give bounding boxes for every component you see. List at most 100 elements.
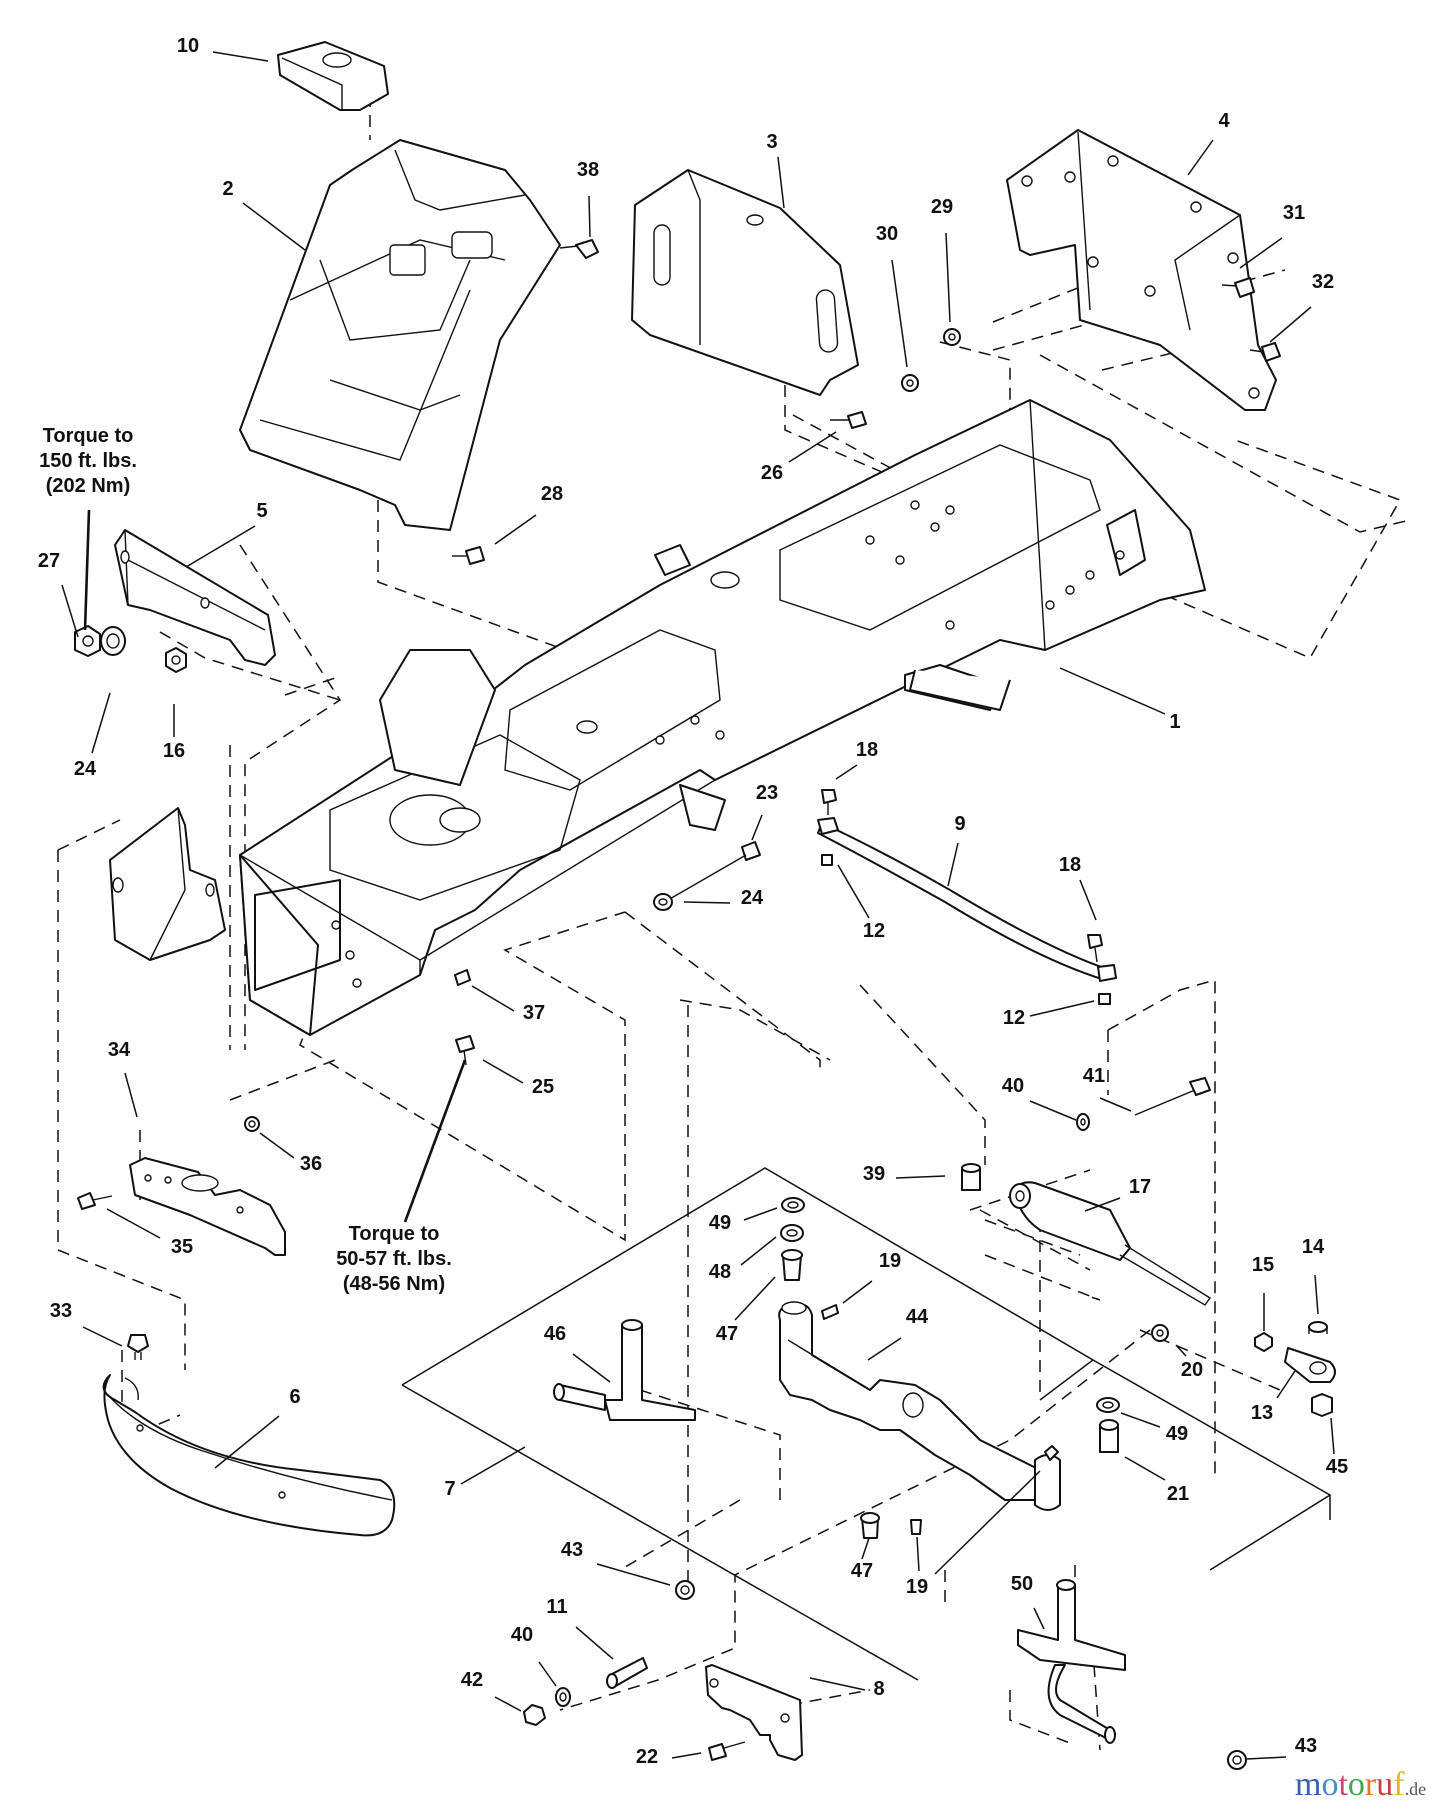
callout-c48: 48 xyxy=(709,1261,731,1283)
fastener-20-nut xyxy=(1151,1324,1169,1342)
part-1-main-frame xyxy=(239,399,1206,1036)
part-2-dash-support xyxy=(239,139,561,531)
leader-line-c10 xyxy=(212,51,269,62)
leader-line-c39 xyxy=(895,1175,946,1179)
part-50-spindle-right xyxy=(1017,1579,1126,1744)
callout-c30: 30 xyxy=(876,223,898,245)
leader-line-c42 xyxy=(494,1696,522,1712)
fastener-47b-bushing xyxy=(860,1512,880,1539)
callout-c24b: 24 xyxy=(741,887,764,909)
rear-side-bracket xyxy=(109,807,226,961)
leader-line-c47b xyxy=(861,1537,870,1560)
leader-line-c44 xyxy=(867,1337,902,1361)
part-44-axle-beam xyxy=(778,1301,1061,1511)
callout-c28: 28 xyxy=(541,483,563,505)
leader-line-c30 xyxy=(891,259,908,368)
leader-line-c45 xyxy=(1330,1417,1335,1455)
callout-c17: 17 xyxy=(1129,1176,1151,1198)
fastener-19b-grease-fitting xyxy=(910,1519,922,1535)
callout-c22: 22 xyxy=(636,1746,658,1768)
callout-labels: 1234567891011121213141516171818191920212… xyxy=(38,35,1348,1768)
callout-c40: 40 xyxy=(1002,1075,1024,1097)
leader-line-c28 xyxy=(494,514,537,545)
torque-note-rear-line2: 150 ft. lbs. xyxy=(39,450,137,472)
leader-line-c17 xyxy=(1084,1197,1121,1212)
fastener-26-bolt xyxy=(830,411,867,429)
callout-c44: 44 xyxy=(906,1306,929,1328)
torque-note-rear-line3: (202 Nm) xyxy=(46,475,130,497)
fastener-43b-nut xyxy=(1227,1750,1247,1770)
fastener-36-nut xyxy=(244,1116,260,1132)
callout-c8: 8 xyxy=(873,1678,884,1700)
watermark-letter: r xyxy=(1365,1766,1377,1800)
leader-line-c8 xyxy=(809,1677,866,1691)
callout-c15: 15 xyxy=(1252,1254,1274,1276)
torque-note-front: Torque to 50-57 ft. lbs. (48-56 Nm) xyxy=(336,1059,467,1295)
fastener-42-nut xyxy=(523,1704,546,1726)
watermark-letter: o xyxy=(1321,1766,1338,1800)
callout-c3: 3 xyxy=(766,131,777,153)
callout-c39: 39 xyxy=(863,1163,885,1185)
leader-line-c35 xyxy=(106,1208,161,1239)
leader-line-c9 xyxy=(947,842,959,887)
fastener-40b-washer xyxy=(555,1687,571,1707)
callout-c37: 37 xyxy=(523,1002,545,1024)
callout-c27: 27 xyxy=(38,550,60,572)
callout-c49: 49 xyxy=(709,1212,731,1234)
callout-c46: 46 xyxy=(544,1323,566,1345)
fastener-31-bolt xyxy=(1221,277,1255,298)
leader-line-c20 xyxy=(1175,1344,1187,1357)
callout-c7: 7 xyxy=(444,1478,455,1500)
leader-line-c3 xyxy=(777,156,785,209)
leader-line-c43 xyxy=(596,1563,671,1586)
frame-holes xyxy=(331,500,1125,988)
fastener-30-nut xyxy=(901,374,919,392)
leader-line-c12b xyxy=(1029,1000,1095,1017)
fastener-18b-bolt xyxy=(1087,934,1103,963)
callout-c36: 36 xyxy=(300,1153,322,1175)
fastener-38-bolt xyxy=(559,239,599,259)
fastener-19-grease-fitting xyxy=(821,1304,839,1320)
part-34-plate xyxy=(129,1157,286,1256)
part-7-axle-assembly-outline xyxy=(401,1167,1332,1681)
callout-c47b: 47 xyxy=(851,1560,873,1582)
callout-c2: 2 xyxy=(222,178,233,200)
leader-line-c25 xyxy=(482,1059,524,1084)
leader-line-c40 xyxy=(1029,1100,1077,1121)
part-17-steering-damper xyxy=(1009,1181,1212,1306)
fastener-18-bolt xyxy=(821,789,837,815)
leader-line-c40b xyxy=(538,1661,557,1687)
watermark-text: motoruf.de xyxy=(1295,1766,1426,1800)
callout-c29: 29 xyxy=(931,196,953,218)
watermark-motoruf: motoruf.de xyxy=(1295,1766,1426,1800)
callout-c9: 9 xyxy=(954,813,965,835)
leader-line-c38 xyxy=(588,195,591,238)
fastener-35-bolt xyxy=(77,1192,113,1210)
callout-c40b: 40 xyxy=(511,1624,533,1646)
callout-c20: 20 xyxy=(1181,1359,1203,1381)
leader-line-c26 xyxy=(788,431,837,463)
fastener-11-spacer xyxy=(606,1657,648,1689)
part-5-rear-bracket xyxy=(114,529,276,666)
fastener-47-bushing xyxy=(781,1249,803,1281)
leader-line-c19 xyxy=(842,1280,873,1304)
callout-c5: 5 xyxy=(256,500,267,522)
fastener-41-bolt xyxy=(1134,1077,1211,1116)
callout-c18: 18 xyxy=(856,739,878,761)
watermark-letter: f xyxy=(1393,1766,1405,1800)
leader-line-c11 xyxy=(575,1626,614,1660)
leader-line-c29 xyxy=(945,232,951,323)
leader-line-c41 xyxy=(1099,1097,1132,1112)
fastener-33-bolt xyxy=(127,1334,149,1360)
leader-line-c33 xyxy=(82,1326,123,1347)
leader-line-c24b xyxy=(683,901,731,904)
callout-c23: 23 xyxy=(756,782,778,804)
leader-line-c24 xyxy=(91,692,111,754)
callout-c32: 32 xyxy=(1312,271,1334,293)
callout-c10: 10 xyxy=(177,35,199,57)
callout-c26: 26 xyxy=(761,462,783,484)
callout-c18b: 18 xyxy=(1059,854,1081,876)
leader-line-c6 xyxy=(214,1415,280,1469)
fastener-21-bushing xyxy=(1099,1419,1119,1453)
